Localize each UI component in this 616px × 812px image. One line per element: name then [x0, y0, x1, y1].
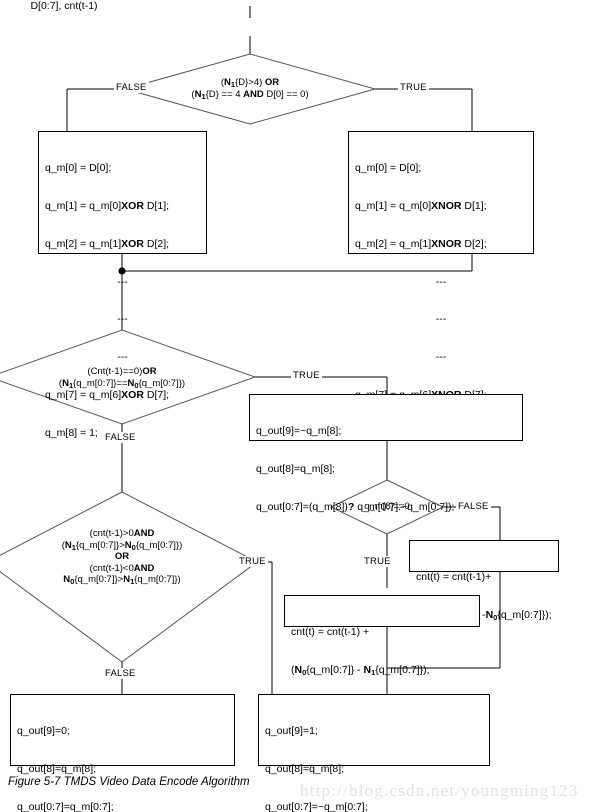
proc-xnor-l1: q_m[1] = q_m[0]XNOR D[1]; [355, 199, 487, 212]
qout-bal-l2: q_out[0:7]=(q_m[8])? q_m[0:7]:~q_m[0:7])… [256, 500, 455, 513]
decision4-false-label: FALSE [103, 668, 138, 679]
watermark-text: http://blog.csdn.net/youngming123 [300, 781, 579, 800]
proc-xor-l7: q_m[8] = 1; [45, 426, 98, 439]
process-cnt-true-box: cnt(t) = cnt(t-1) + (N0{q_m[0:7]} - N1{q… [284, 595, 480, 677]
merge-junction-dot [118, 267, 126, 275]
cnt-false-l0: cnt(t) = cnt(t-1)+ [416, 571, 492, 584]
decision3-line1: q_m[8]==0 [364, 501, 410, 512]
decision3-false-label: FALSE [456, 501, 491, 512]
decision1-text: (N1{D}>4) OR (N1{D} == 4 AND D[0] == 0) [160, 77, 340, 101]
process-xor-box: q_m[0] = D[0]; q_m[1] = q_m[0]XOR D[1]; … [38, 131, 207, 439]
proc-xor-l2: q_m[2] = q_m[1]XOR D[2]; [45, 237, 170, 250]
cnt-true-l1: (N0{q_m[0:7]} - N1{q_m[0:7]}); [291, 663, 430, 677]
qout-bal-l1: q_out[8]=q_m[8]; [256, 462, 336, 475]
decision2-text: (Cnt(t-1)==0)OR (N1{q_m[0:7]}==N0{q_m[0:… [27, 366, 217, 390]
proc-xor-e3: --- [117, 351, 128, 364]
proc-xor-l0: q_m[0] = D[0]; [45, 162, 112, 175]
process-qout-balanced-box: q_out[9]=~q_m[8]; q_out[8]=q_m[8]; q_out… [249, 394, 523, 513]
decision2-line1: (Cnt(t-1)==0)OR [87, 366, 157, 377]
decision2-line2: (N1{q_m[0:7]}==N0{q_m[0:7]}) [58, 377, 186, 390]
decision3-text: q_m[8]==0 [347, 501, 427, 513]
decision1-line1: (N1{D}>4) OR [220, 77, 280, 89]
decision4-line4: (cnt(t-1)<0AND [89, 562, 155, 574]
cnt-true-l0: cnt(t) = cnt(t-1) + [291, 626, 370, 639]
proc-xor-l6: q_m[7] = q_m[6]XOR D[7]; [45, 388, 170, 401]
figure-caption: Figure 5-7 TMDS Video Data Encode Algori… [8, 776, 250, 788]
proc-xor-e2: --- [117, 313, 128, 326]
out-inv-l1: q_out[8]=q_m[8]; [17, 762, 97, 775]
proc-xnor-e1: --- [435, 275, 447, 288]
proc-xor-e1: --- [117, 275, 128, 288]
decision2-true-label: TRUE [291, 370, 322, 381]
decision4-line1: (cnt(t-1)>0AND [89, 528, 155, 539]
decision1-false-label: FALSE [114, 82, 149, 93]
out-noninv-l2: q_out[0:7]=~q_m[0:7]; [265, 800, 368, 812]
process-cnt-false-box: cnt(t) = cnt(t-1)+ (N1{q_m[0:7]} -N0{q_m… [409, 540, 559, 622]
decision4-line2: (N1{q_m[0:7]}>N0{q_m[0:7]}) [61, 539, 183, 552]
decision4-line3: OR [114, 551, 130, 562]
input-label: D[0:7], cnt(t-1) [30, 0, 98, 12]
decision1-true-label: TRUE [398, 82, 429, 93]
out-inv-l2: q_out[0:7]=q_m[0:7]; [17, 800, 114, 812]
decision2-false-label: FALSE [103, 432, 138, 443]
qout-bal-l0: q_out[9]=~q_m[8]; [256, 425, 342, 438]
proc-xnor-l2: q_m[2] = q_m[1]XNOR D[2]; [355, 237, 487, 250]
proc-xnor-e3: --- [435, 351, 447, 364]
process-output-noninvert-box: q_out[9]=1; q_out[8]=q_m[8]; q_out[0:7]=… [258, 694, 490, 812]
out-inv-l0: q_out[9]=0; [17, 725, 70, 738]
proc-xor-l1: q_m[1] = q_m[0]XOR D[1]; [45, 199, 170, 212]
out-noninv-l0: q_out[9]=1; [265, 725, 318, 738]
out-noninv-l1: q_out[8]=q_m[8]; [265, 762, 345, 775]
proc-xnor-e2: --- [435, 313, 447, 326]
process-xnor-box: q_m[0] = D[0]; q_m[1] = q_m[0]XNOR D[1];… [348, 131, 534, 439]
decision3-true-label: TRUE [362, 556, 393, 567]
decision1-line2: (N1{D} == 4 AND D[0] == 0) [191, 88, 309, 101]
decision4-line5: N0{q_m[0:7]}>N1{q_m[0:7]}) [63, 574, 181, 586]
decision4-true-label: TRUE [237, 556, 268, 567]
decision4-text: (cnt(t-1)>0AND (N1{q_m[0:7]}>N0{q_m[0:7]… [27, 528, 217, 586]
process-output-invert-box: q_out[9]=0; q_out[8]=q_m[8]; q_out[0:7]=… [10, 694, 235, 812]
proc-xnor-l0: q_m[0] = D[0]; [355, 162, 422, 175]
decision1-shape [123, 53, 377, 125]
